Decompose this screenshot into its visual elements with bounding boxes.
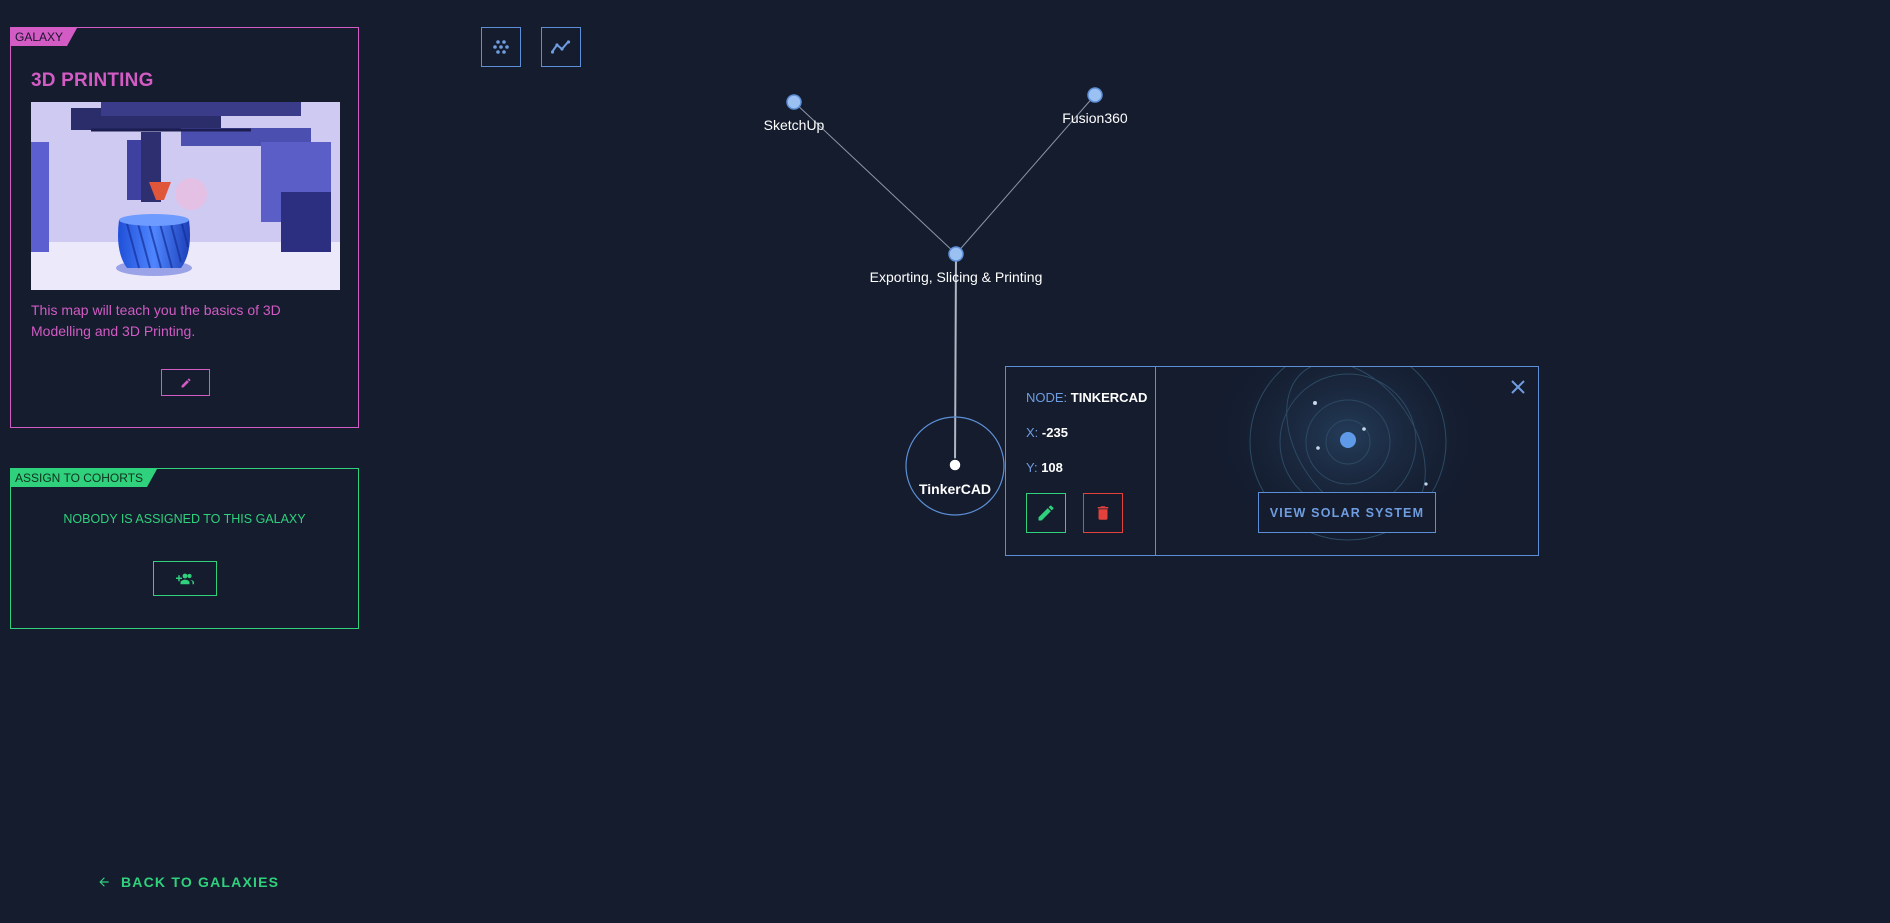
edit-node-button[interactable] [1026,493,1066,533]
trash-icon [1097,506,1109,520]
line-chart-icon [551,40,571,54]
node-info-panel: NODE: TINKERCAD X: -235 Y: 108 [1006,367,1156,555]
node-label-sketchup: SketchUp [764,117,825,133]
node-label-fusion360: Fusion360 [1062,110,1128,126]
grid-view-button[interactable] [481,27,521,67]
galaxy-title: 3D PRINTING [31,70,154,91]
close-popup-button[interactable] [1506,375,1530,399]
node-y-key: Y: [1026,460,1038,475]
edge-exporting-tinkercad [954,253,957,466]
arrow-left-icon [99,877,109,887]
node-x-value: -235 [1041,425,1068,440]
node-label-exporting: Exporting, Slicing & Printing [870,269,1043,285]
node-name-row: NODE: TINKERCAD [1026,390,1147,405]
galaxy-description: This map will teach you the basics of 3D… [31,302,281,339]
assign-cohort-button[interactable] [153,561,217,596]
node-fusion360[interactable]: Fusion360 [1062,87,1128,126]
node-name-value: TINKERCAD [1070,390,1148,405]
cohorts-tag: ASSIGN TO COHORTS [11,469,157,487]
node-sketchup[interactable]: SketchUp [764,94,825,133]
solar-system-preview: VIEW SOLAR SYSTEM [1156,367,1538,555]
cohorts-card: ASSIGN TO COHORTS NOBODY IS ASSIGNED TO … [10,468,359,629]
view-solar-system-button[interactable]: VIEW SOLAR SYSTEM [1258,492,1436,533]
edit-galaxy-button[interactable] [161,369,210,396]
dots-grid-icon [493,40,509,54]
node-exporting[interactable]: Exporting, Slicing & Printing [870,246,1043,285]
galaxy-image [31,102,340,290]
node-name-key: NODE: [1026,390,1068,405]
selected-node-ring [905,416,1005,516]
galaxy-tag: GALAXY [11,28,77,46]
galaxy-card: GALAXY 3D PRINTING [10,27,359,428]
node-x-row: X: -235 [1026,425,1068,440]
delete-node-button[interactable] [1083,493,1123,533]
pencil-icon [181,377,191,387]
back-to-galaxies-label: BACK TO GALAXIES [121,874,280,890]
node-x-key: X: [1026,425,1039,440]
pencil-icon [1038,505,1054,521]
node-tinkercad[interactable]: TinkerCAD [905,416,1005,516]
group-add-icon [176,573,194,584]
node-info-popup: NODE: TINKERCAD X: -235 Y: 108 [1005,366,1539,556]
graph-view-button[interactable] [541,27,581,67]
node-label-tinkercad: TinkerCAD [919,481,991,497]
no-cohorts-message: NOBODY IS ASSIGNED TO THIS GALAXY [63,512,306,526]
node-y-value: 108 [1041,460,1063,475]
close-icon [1511,380,1525,394]
node-y-row: Y: 108 [1026,460,1063,475]
back-to-galaxies-link[interactable]: BACK TO GALAXIES [97,874,279,890]
